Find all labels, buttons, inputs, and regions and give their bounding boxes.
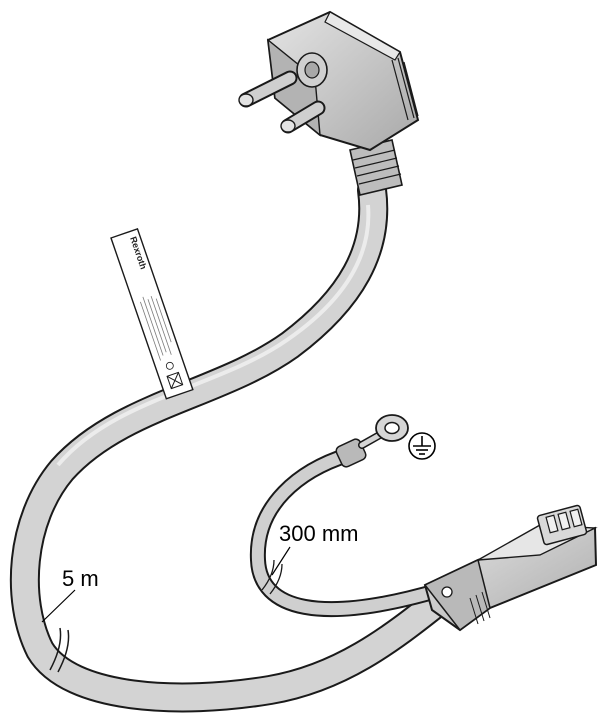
length-callouts [41, 546, 291, 623]
device-connector [423, 504, 598, 632]
cable-tag: Rexroth [110, 227, 194, 400]
ground-lead [249, 414, 448, 618]
ce-mark-icon [165, 361, 174, 370]
schuko-plug [238, 10, 420, 196]
main-cable [9, 175, 455, 713]
ground-lead-length-label: 300 mm [279, 521, 358, 546]
protective-earth-icon [408, 432, 436, 460]
crossed-bin-icon [166, 371, 184, 390]
cable-length-label: 5 m [62, 566, 99, 591]
